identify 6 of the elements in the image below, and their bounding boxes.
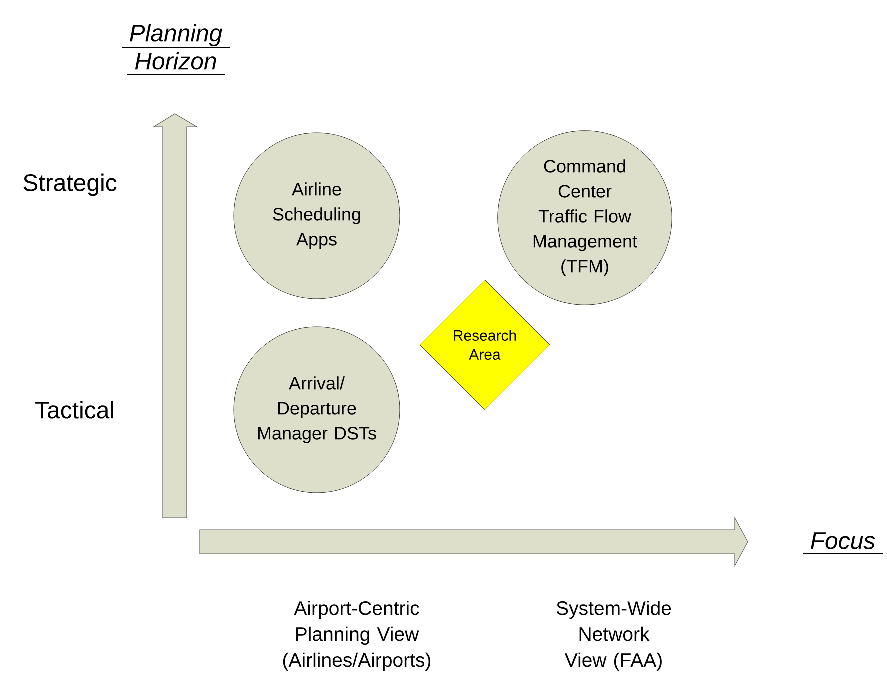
focus-axis-label: Focus [802,532,884,554]
system-wide-view-label: System-Wide Network View (FAA) [556,600,672,671]
planning-horizon-axis-label: Planning Horizon [122,24,230,76]
strategic-label: Strategic [24,174,117,196]
tactical-label: Tactical [36,401,114,419]
airport-centric-view-label: Airport-Centric Planning View (Airlines/Airports) [283,600,431,672]
